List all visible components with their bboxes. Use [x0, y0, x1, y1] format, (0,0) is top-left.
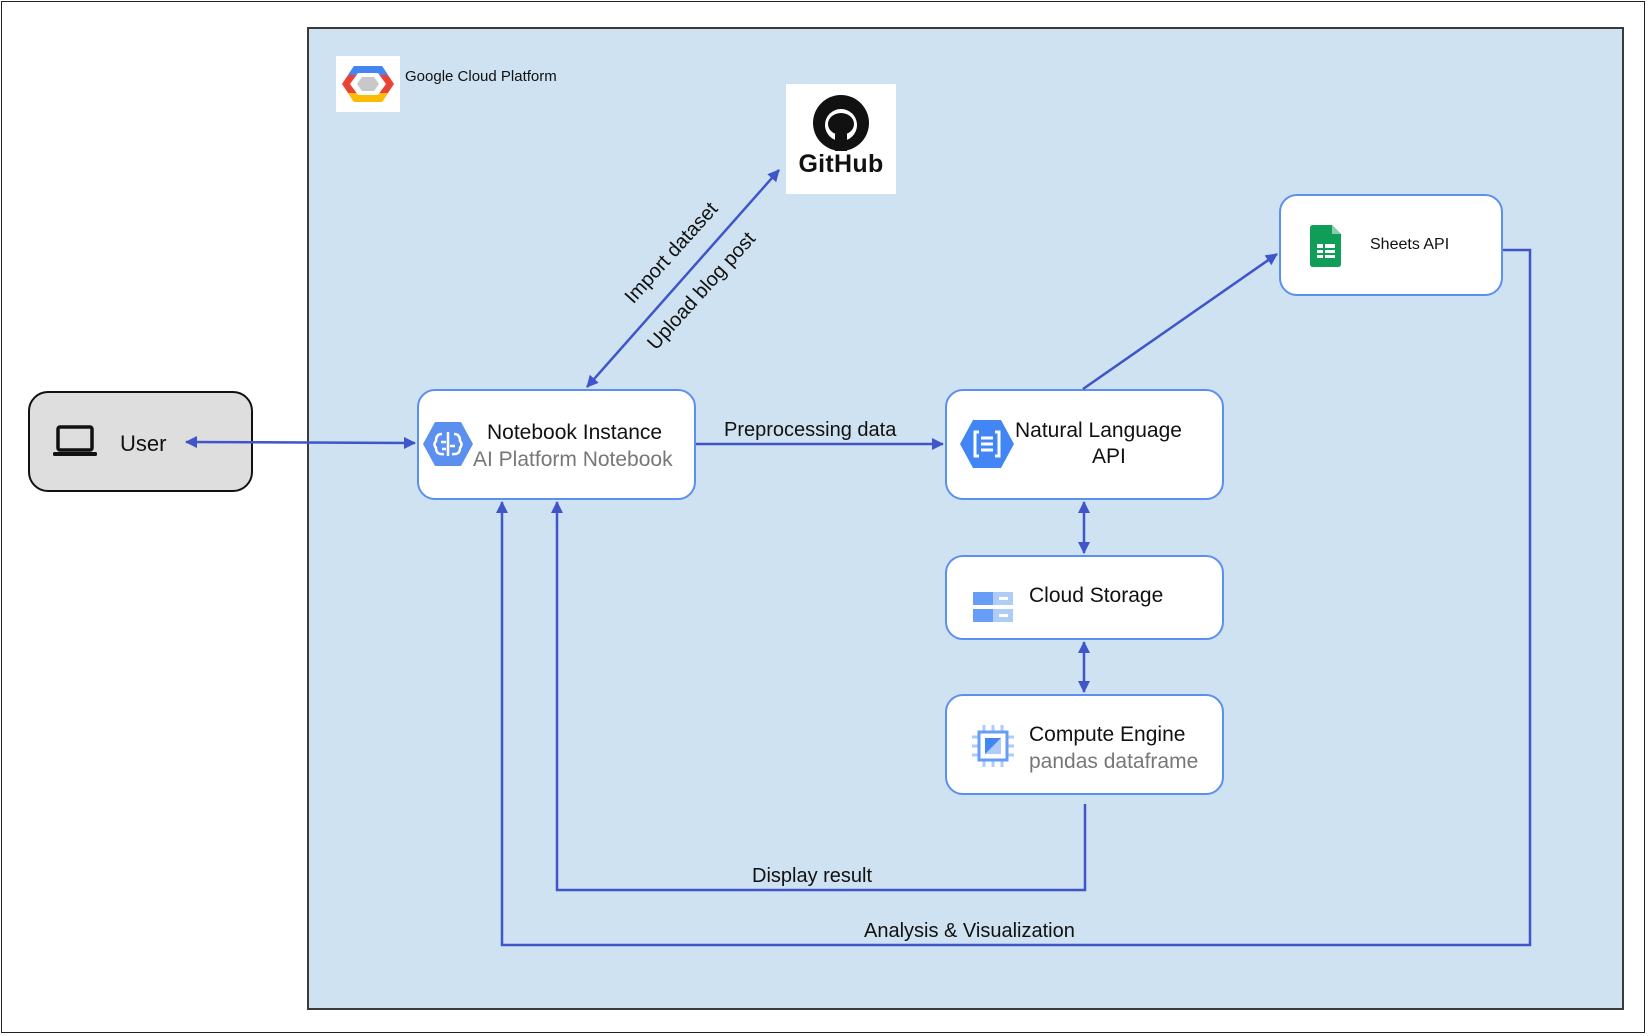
laptop-icon: [53, 425, 97, 456]
github-label: GitHub: [798, 150, 884, 178]
notebook-title: Notebook Instance: [487, 421, 663, 444]
cloud-storage-title: Cloud Storage: [1029, 584, 1164, 607]
user-node[interactable]: User: [28, 391, 253, 492]
compute-engine-title: Compute Engine: [1029, 723, 1186, 746]
github-octocat-icon: [813, 95, 869, 151]
ai-platform-icon: [423, 422, 473, 466]
gcp-region: [307, 27, 1624, 1010]
nl-api-title-line2: API: [1092, 445, 1126, 468]
google-sheets-icon: [1310, 225, 1341, 267]
cloud-storage-node[interactable]: Cloud Storage: [945, 555, 1224, 640]
sheets-api-title: Sheets API: [1370, 236, 1450, 253]
user-label: User: [120, 431, 167, 456]
gcp-logo-icon: [336, 56, 400, 112]
notebook-instance-node[interactable]: Notebook Instance AI Platform Notebook: [417, 389, 696, 500]
edge-label-display-result: Display result: [752, 865, 873, 887]
cloud-storage-icon: [973, 592, 1013, 622]
compute-engine-subtitle: pandas dataframe: [1029, 750, 1199, 773]
edge-label-preprocessing: Preprocessing data: [724, 419, 897, 441]
natural-language-api-icon: [960, 420, 1014, 468]
nl-api-title-line1: Natural Language: [1015, 419, 1182, 442]
gcp-title: Google Cloud Platform: [405, 68, 557, 85]
compute-engine-node[interactable]: Compute Engine pandas dataframe: [945, 694, 1224, 795]
notebook-subtitle: AI Platform Notebook: [473, 448, 673, 471]
compute-engine-icon: [972, 725, 1014, 767]
edge-label-analysis: Analysis & Visualization: [864, 920, 1075, 942]
sheets-api-node[interactable]: Sheets API: [1279, 194, 1503, 296]
natural-language-api-node[interactable]: Natural Language API: [945, 389, 1224, 500]
github-logo: GitHub: [786, 84, 896, 194]
